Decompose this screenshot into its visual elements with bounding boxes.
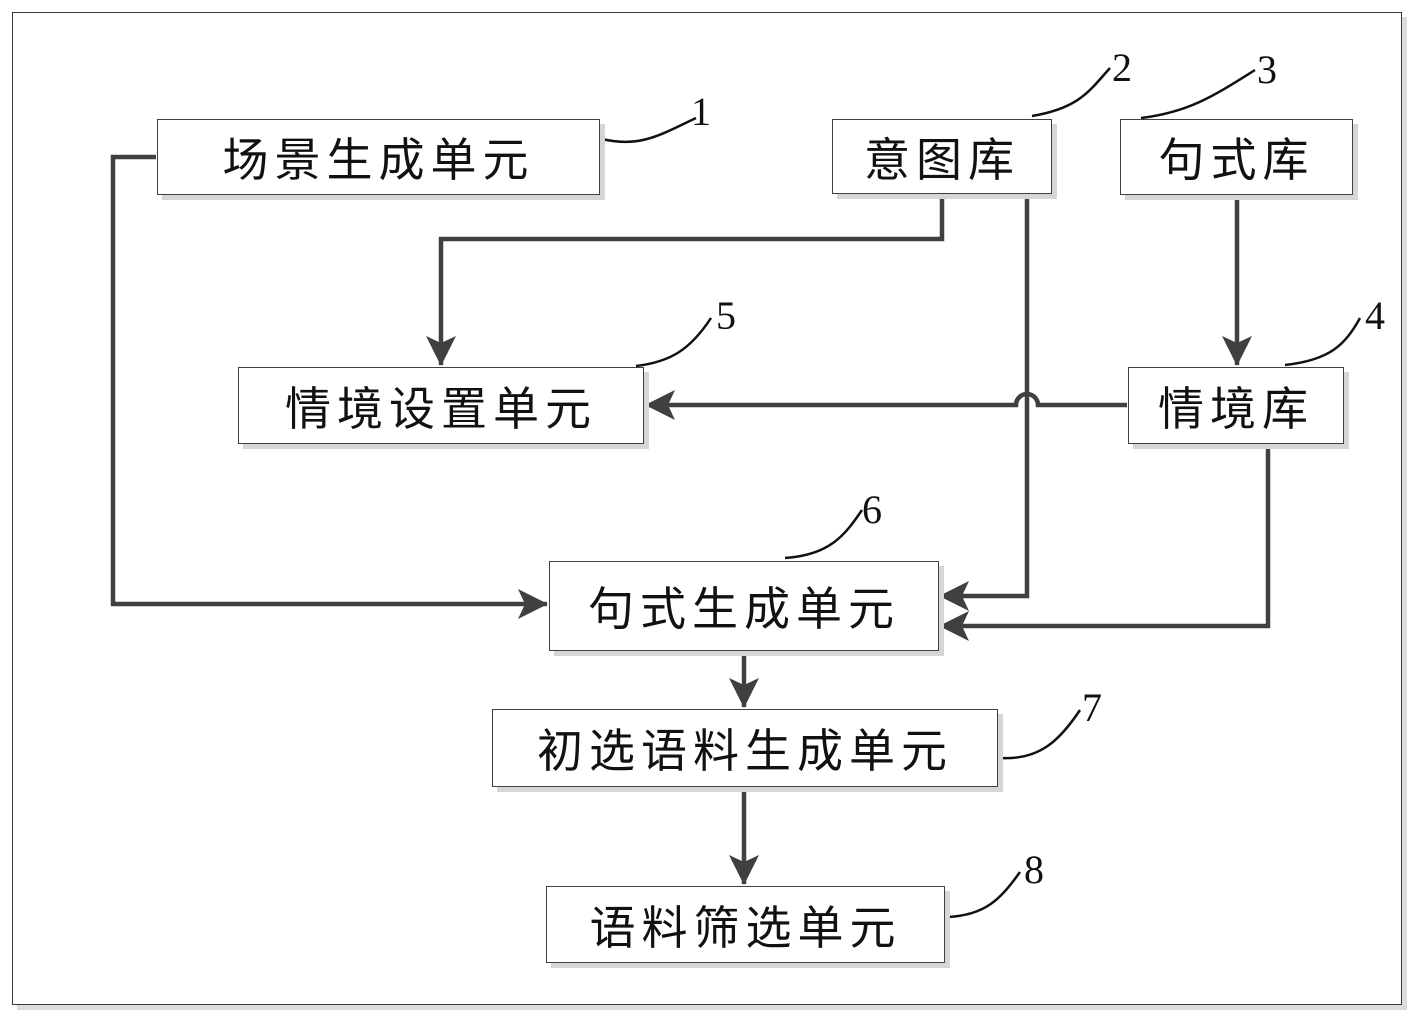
leader-line-6 [784,509,864,560]
node-context-library: 情境库 [1128,367,1344,444]
edge-context-lib-to-pattern-gen [939,444,1271,641]
ref-number-6: 6 [862,487,882,532]
ref-number-7: 7 [1082,685,1102,730]
node-preliminary-corpus-generation-unit: 初选语料生成单元 [492,709,998,787]
node-corpus-filtering-unit: 语料筛选单元 [546,886,945,963]
leader-line-2 [1031,67,1111,118]
node-scene-generation-unit: 场景生成单元 [157,119,600,195]
edge-intent-to-pattern-gen [939,194,1030,611]
ref-number-3: 3 [1257,47,1277,92]
node-label: 句式生成单元 [588,582,900,636]
node-label: 意图库 [864,132,1020,187]
leader-line-4 [1284,317,1362,367]
node-label: 情境设置单元 [285,381,597,436]
leader-line-8 [947,871,1022,919]
node-intent-library: 意图库 [832,119,1052,194]
node-sentence-pattern-generation-unit: 句式生成单元 [549,561,939,651]
ref-number-2: 2 [1112,45,1132,90]
edge-intent-to-context-setting [426,194,945,366]
node-label: 句式库 [1158,133,1315,187]
node-label: 场景生成单元 [222,133,535,187]
ref-number-5: 5 [716,293,736,338]
edge-context-lib-to-context-setting [645,390,1127,420]
leader-line-1 [601,116,697,144]
ref-number-8: 8 [1024,847,1044,892]
ref-number-1: 1 [691,89,711,134]
leader-line-3 [1140,68,1256,120]
edge-scene-to-pattern-gen [110,154,548,619]
ref-number-4: 4 [1365,293,1385,338]
node-sentence-pattern-library: 句式库 [1120,119,1353,195]
node-label: 初选语料生成单元 [537,724,953,778]
node-label: 语料筛选单元 [589,900,902,955]
leader-line-5 [635,317,713,368]
leader-line-7 [1000,709,1082,760]
node-context-setting-unit: 情境设置单元 [238,367,644,444]
node-label: 情境库 [1158,381,1314,436]
